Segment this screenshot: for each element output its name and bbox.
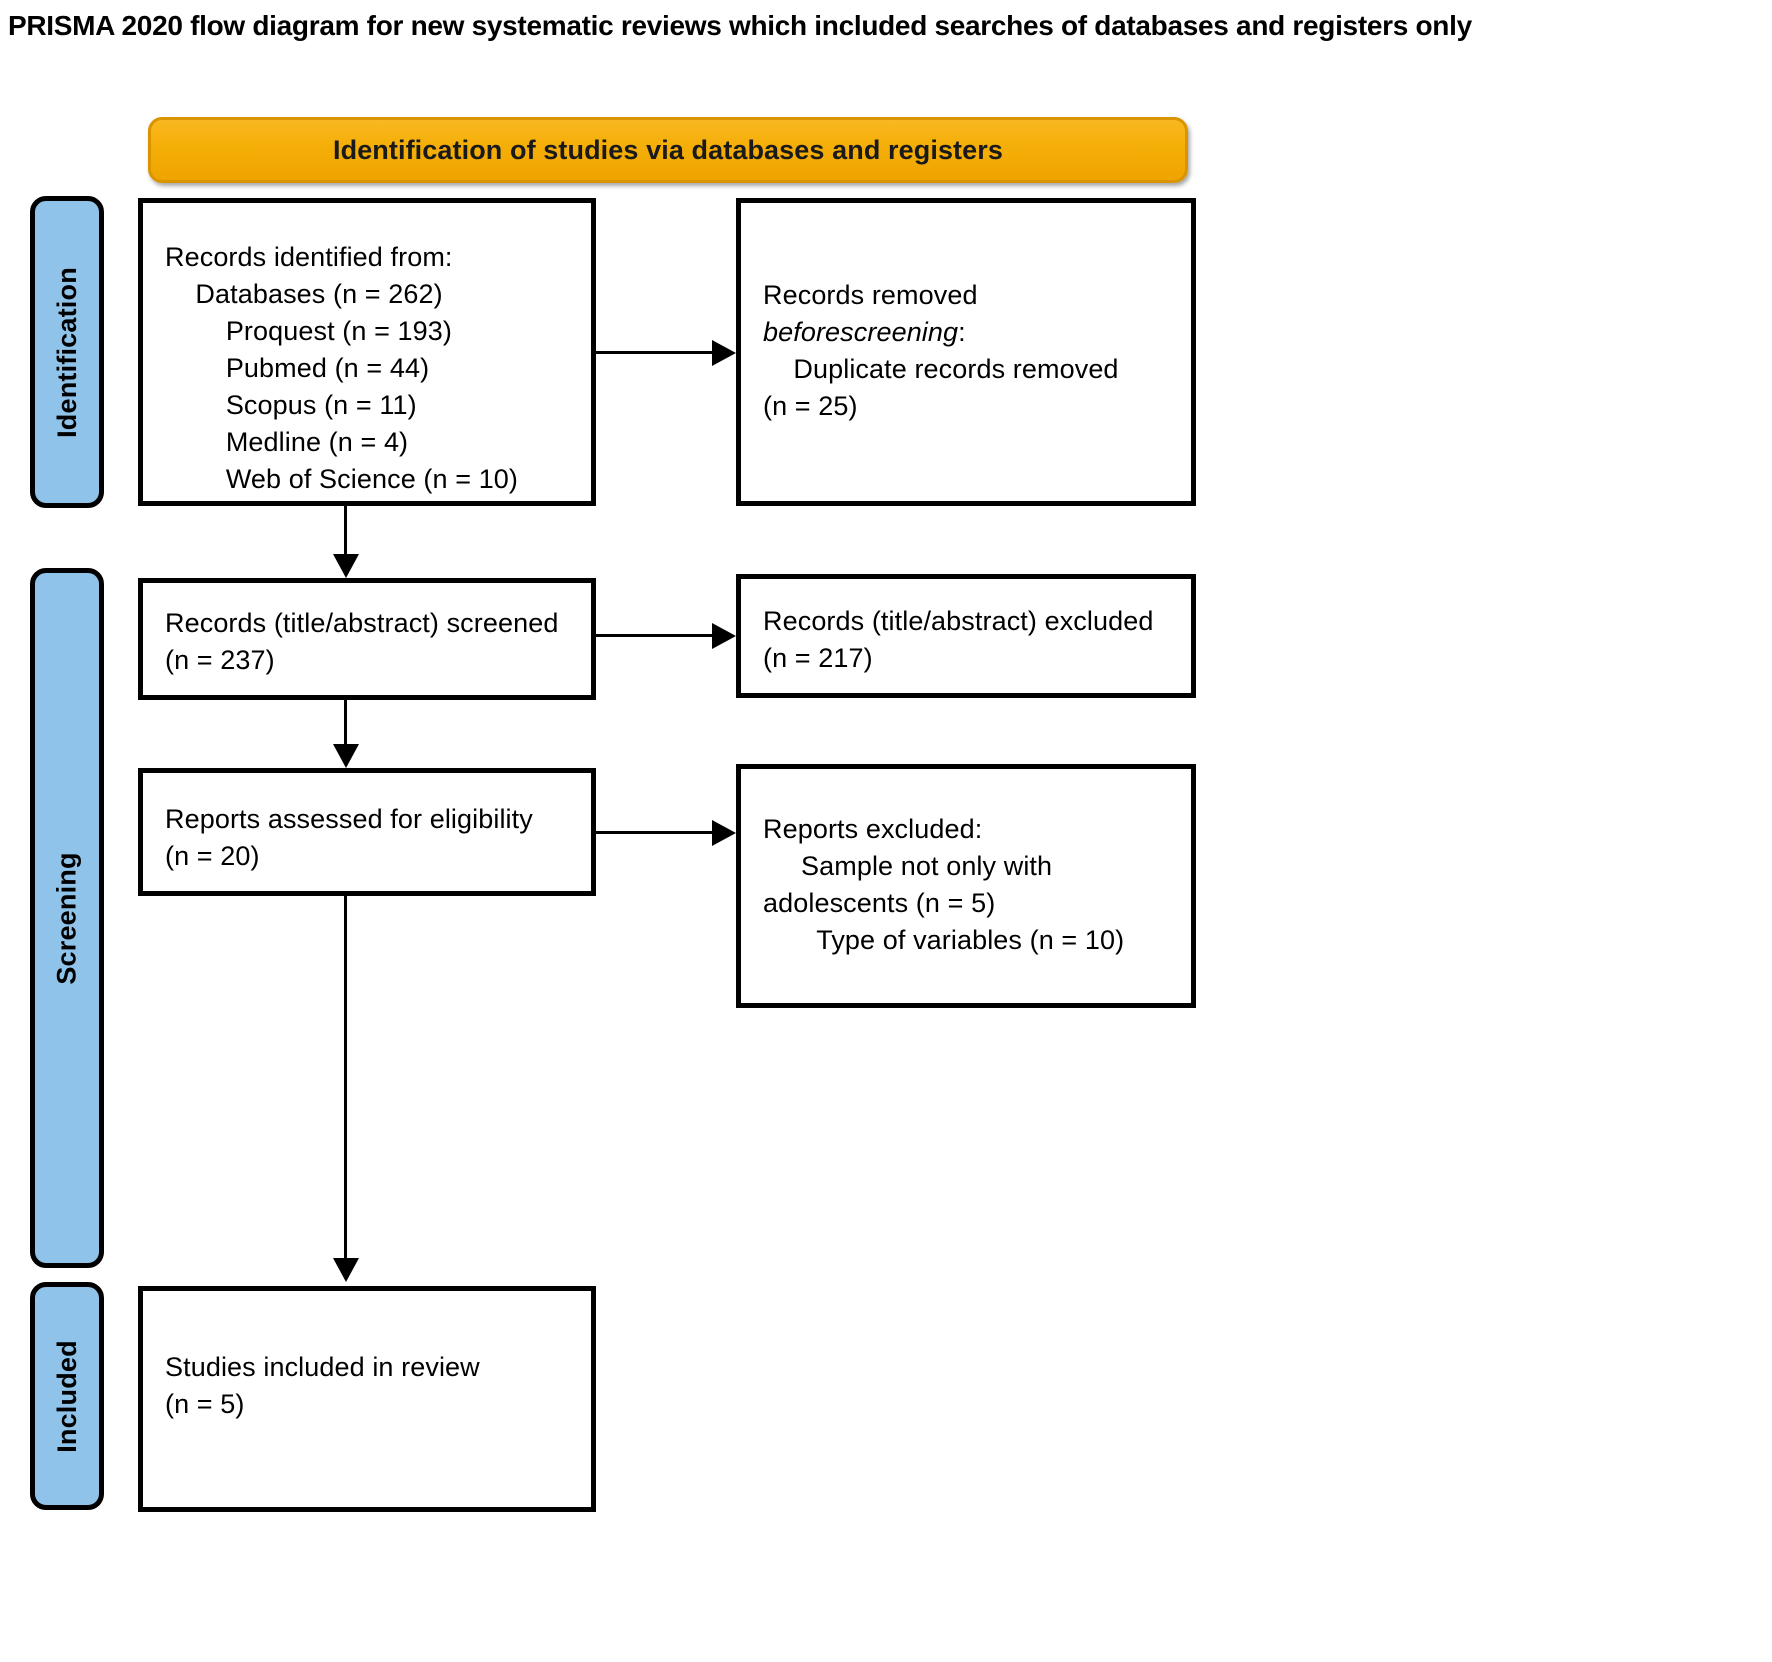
- connector-screened-to-excluded: [596, 634, 714, 637]
- connector-identified-to-screened: [344, 506, 347, 556]
- page-title: PRISMA 2020 flow diagram for new systema…: [8, 10, 1472, 41]
- box-reports-assessed-text: Reports assessed for eligibility (n = 20…: [165, 804, 533, 871]
- removed-line1-plain: Records removed: [763, 280, 986, 310]
- stage-bar-identification: Identification: [30, 196, 104, 508]
- arrowhead-right-icon-identified-to-removed: [712, 340, 736, 366]
- box-records-identified-text: Records identified from: Databases (n = …: [165, 242, 519, 494]
- connector-screened-to-assessed: [344, 700, 347, 746]
- box-records-removed-text: Records removed beforescreening: Duplica…: [763, 277, 1181, 425]
- stage-label-included: Included: [51, 1339, 82, 1453]
- box-reports-assessed: Reports assessed for eligibility (n = 20…: [138, 768, 596, 896]
- identification-banner-label: Identification of studies via databases …: [333, 134, 1003, 165]
- stage-label-screening: Screening: [51, 851, 82, 985]
- box-records-screened: Records (title/abstract) screened (n = 2…: [138, 578, 596, 700]
- arrowhead-right-icon-screened-to-excluded: [712, 623, 736, 649]
- connector-identified-to-removed: [596, 351, 714, 354]
- box-records-removed: Records removed beforescreening: Duplica…: [736, 198, 1196, 506]
- removed-line2-plain: :: [958, 317, 966, 347]
- removed-line2-italic: screening: [840, 317, 959, 347]
- removed-line1-italic: before: [763, 317, 841, 347]
- arrowhead-down-icon-identified-to-screened: [333, 554, 359, 578]
- box-records-screened-text: Records (title/abstract) screened (n = 2…: [165, 608, 559, 675]
- box-records-excluded: Records (title/abstract) excluded (n = 2…: [736, 574, 1196, 698]
- connector-assessed-to-reports-excluded: [596, 831, 714, 834]
- stage-bar-screening: Screening: [30, 568, 104, 1268]
- stage-label-identification: Identification: [51, 266, 82, 438]
- arrowhead-down-icon-assessed-to-included: [333, 1258, 359, 1282]
- box-studies-included-text: Studies included in review (n = 5): [165, 1352, 480, 1419]
- connector-assessed-to-included: [344, 896, 347, 1260]
- box-records-identified: Records identified from: Databases (n = …: [138, 198, 596, 506]
- identification-banner: Identification of studies via databases …: [148, 117, 1188, 183]
- arrowhead-right-icon-assessed-to-reports-excluded: [712, 820, 736, 846]
- box-records-excluded-text: Records (title/abstract) excluded (n = 2…: [763, 606, 1154, 673]
- arrowhead-down-icon-screened-to-assessed: [333, 744, 359, 768]
- stage-bar-included: Included: [30, 1282, 104, 1510]
- removed-rest: Duplicate records removed (n = 25): [763, 354, 1119, 421]
- box-studies-included: Studies included in review (n = 5): [138, 1286, 596, 1512]
- box-reports-excluded-text: Reports excluded: Sample not only with a…: [763, 814, 1125, 955]
- box-reports-excluded: Reports excluded: Sample not only with a…: [736, 764, 1196, 1008]
